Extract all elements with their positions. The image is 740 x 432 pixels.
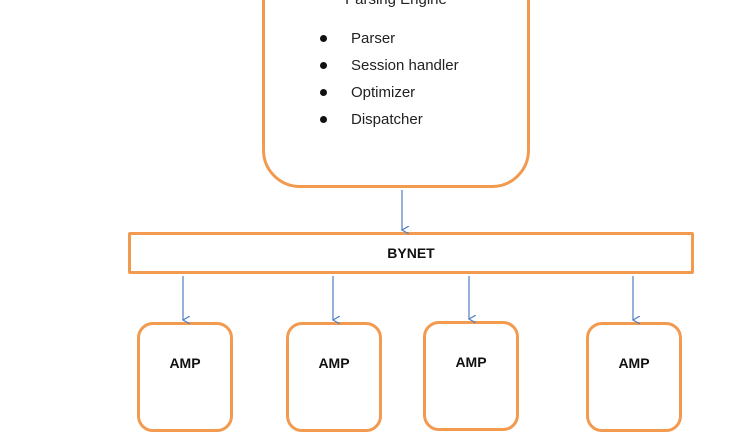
component-item-session-handler: Session handler [315,56,459,83]
component-label: Optimizer [351,84,416,101]
parsing-engine-component-list: Parser Session handler Optimizer Dispatc… [315,29,459,137]
parsing-engine-box: Parsing Engine Parser Session handler Op… [262,0,530,188]
component-label: Dispatcher [351,111,423,128]
amp-box-1: AMP [137,322,233,432]
bullet-icon [320,35,327,42]
component-label: Parser [351,30,396,47]
component-item-parser: Parser [315,29,459,56]
bullet-icon [320,89,327,96]
component-item-dispatcher: Dispatcher [315,110,459,137]
amp-box-3: AMP [423,321,519,431]
amp-box-4: AMP [586,322,682,432]
bullet-icon [320,116,327,123]
architecture-diagram: Parsing Engine Parser Session handler Op… [128,0,694,432]
component-item-optimizer: Optimizer [315,83,459,110]
amp-label: AMP [455,354,487,370]
amp-label: AMP [618,355,650,371]
amp-label: AMP [318,355,350,371]
amp-label: AMP [169,355,201,371]
component-label: Session handler [351,57,459,74]
parsing-engine-title: Parsing Engine [265,0,527,8]
amp-box-2: AMP [286,322,382,432]
bullet-icon [320,62,327,69]
bynet-label: BYNET [387,245,435,261]
bynet-box: BYNET [128,232,694,274]
